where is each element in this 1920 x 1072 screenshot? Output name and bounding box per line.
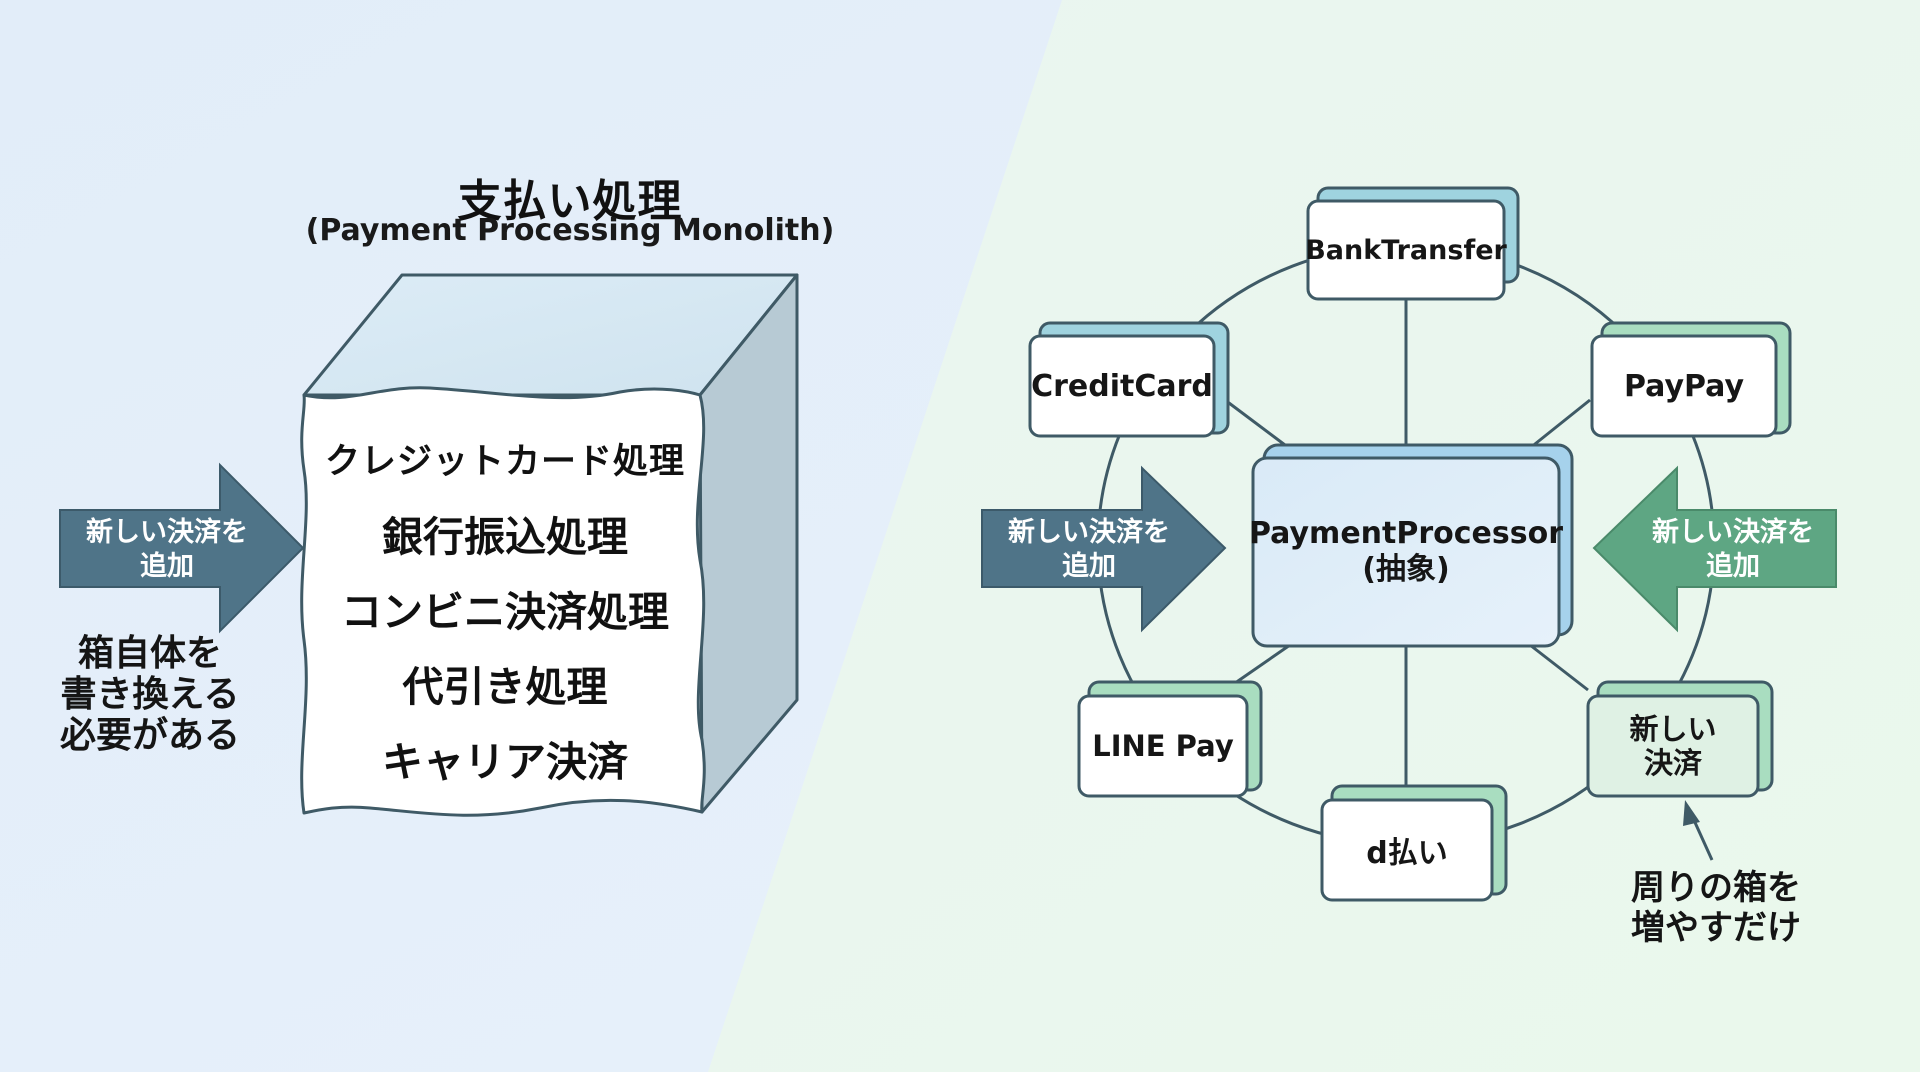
monolith-item: 代引き処理 <box>402 663 608 711</box>
left-arrow-label-line2: 追加 <box>140 551 194 582</box>
monolith-item: 銀行振込処理 <box>382 513 628 561</box>
right-panel-arrow-right-label: 新しい決済を 追加 <box>1628 516 1838 584</box>
node-bank-transfer: BankTransfer <box>1305 234 1507 266</box>
right-panel-arrow-right-line1: 新しい決済を <box>1652 517 1814 548</box>
node-credit-card: CreditCard <box>1031 368 1213 404</box>
node-paypay: PayPay <box>1623 368 1745 404</box>
monolith-item: キャリア決済 <box>382 738 628 786</box>
monolith-item: クレジットカード処理 <box>324 442 685 482</box>
add-payment-arrow-blue <box>981 465 1227 633</box>
monolith-title: 支払い処理 <box>457 176 683 227</box>
pointer-arrowhead <box>1683 800 1700 826</box>
left-arrow-label: 新しい決済を 追加 <box>62 516 272 584</box>
monolith-subtitle: (Payment Processing Monolith) <box>305 213 835 248</box>
hub-note-line1: 周りの箱を <box>1631 868 1801 908</box>
center-node-title: PaymentProcessor <box>1249 516 1564 551</box>
node-d-barai: d払い <box>1366 836 1448 871</box>
pointer-arrow-line <box>1691 817 1714 861</box>
monolith-box <box>300 273 799 817</box>
right-panel-arrow-left-label: 新しい決済を 追加 <box>984 516 1194 584</box>
node-line-pay: LINE Pay <box>1092 729 1234 763</box>
monolith-note: 箱自体を 書き換える 必要がある <box>40 633 260 756</box>
monolith-item-list: クレジットカード処理 銀行振込処理 コンビニ決済処理 代引き処理 キャリア決済 <box>310 425 700 800</box>
hub-note: 周りの箱を 増やすだけ <box>1596 868 1836 948</box>
center-node-subtitle: (抽象) <box>1362 552 1450 587</box>
add-payment-arrow-green <box>1592 465 1837 633</box>
spoke-paypay <box>1529 398 1591 450</box>
spoke-credit-card <box>1224 398 1286 447</box>
monolith-item: コンビニ決済処理 <box>341 588 669 636</box>
monolith-note-line2: 書き換える <box>60 674 240 715</box>
left-arrow-label-line1: 新しい決済を <box>86 517 248 548</box>
spoke-new-payment <box>1529 643 1589 692</box>
card-paypay-shape <box>1590 321 1792 438</box>
right-panel-arrow-left-line1: 新しい決済を <box>1008 517 1170 548</box>
center-node-shape <box>1251 443 1574 648</box>
hub-note-line2: 増やすだけ <box>1631 908 1801 948</box>
right-panel-arrow-left-line2: 追加 <box>1062 551 1116 582</box>
add-payment-arrow-left-panel <box>59 462 305 634</box>
card-new-payment-shape <box>1586 680 1774 798</box>
monolith-front-face <box>300 386 706 817</box>
node-new-payment: 新しい 決済 <box>1588 696 1758 796</box>
card-credit-card-shape <box>1028 321 1230 438</box>
node-new-payment-line1: 新しい <box>1629 712 1717 746</box>
right-panel-arrow-right-line2: 追加 <box>1706 551 1760 582</box>
monolith-note-line1: 箱自体を <box>77 633 222 674</box>
card-bank-transfer-shape <box>1306 186 1520 301</box>
node-new-payment-line2: 決済 <box>1643 746 1702 780</box>
monolith-side-face <box>698 273 799 814</box>
card-line-pay-shape <box>1077 680 1263 798</box>
center-node-payment-processor: PaymentProcessor (抽象) <box>1249 458 1563 646</box>
monolith-note-line3: 必要がある <box>59 715 240 756</box>
card-d-barai-shape <box>1320 784 1508 902</box>
